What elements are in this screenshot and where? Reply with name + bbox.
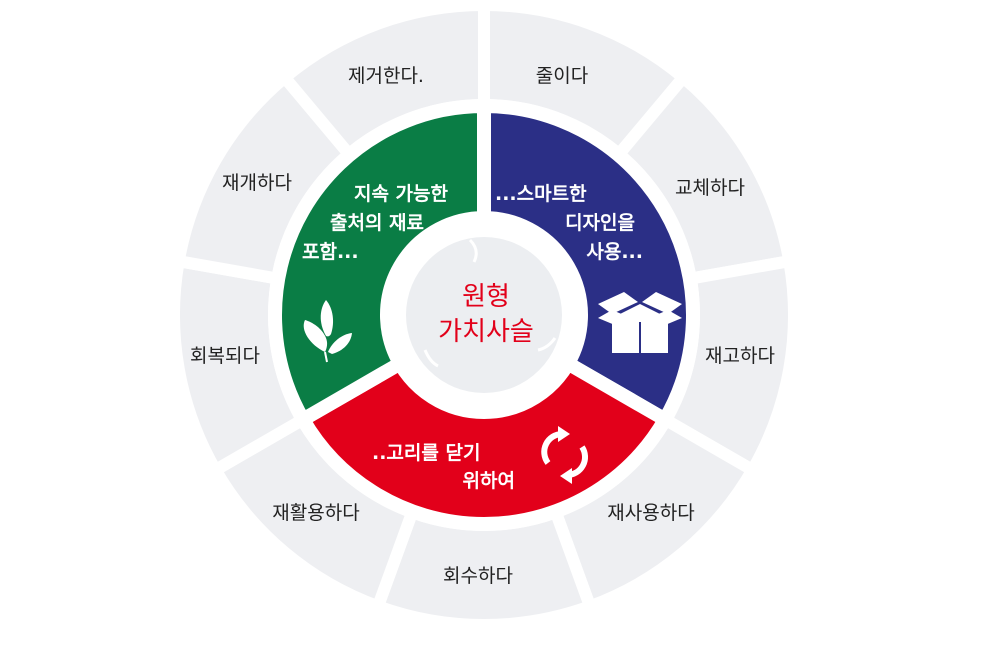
blue-line-2: 디자인을: [565, 212, 635, 234]
center-title-line-1: 원형: [462, 282, 510, 312]
green-segment: [268, 98, 491, 430]
green-segment-text: 지속 가능한 출처의 재료 포함...: [302, 183, 449, 263]
segment-label-recover: 회수하다: [443, 565, 513, 587]
green-line-3: 포함...: [302, 241, 359, 263]
segment-label-recycle: 재활용하다: [272, 502, 359, 524]
red-line-1: ..고리를 닫기: [372, 442, 480, 464]
segment-label-rethink: 재고하다: [705, 345, 775, 367]
center-cycle: [406, 237, 562, 393]
center-ring: [406, 237, 562, 393]
blue-line-3: 사용...: [586, 241, 643, 263]
green-line-1: 지속 가능한: [354, 183, 449, 205]
red-segment: [293, 353, 675, 531]
segment-label-replace: 교체하다: [675, 177, 745, 199]
segment-label-resume: 재개하다: [222, 172, 292, 194]
segment-label-restore: 회복되다: [190, 345, 260, 367]
red-line-2: 위하여: [463, 470, 515, 492]
blue-segment-text: ...스마트한 디자인을 사용...: [495, 183, 643, 263]
refresh-cycle-icon: [541, 426, 589, 484]
red-segment-text: ..고리를 닫기 위하여: [372, 442, 515, 492]
plant-leaves-icon: [303, 300, 352, 363]
outer-labels: 줄이다 교체하다 재고하다 재사용하다 회수하다 재활용하다 회복되다 재개하다…: [190, 65, 775, 587]
segment-label-remove: 제거한다.: [348, 65, 424, 87]
segment-label-reduce: 줄이다: [536, 65, 588, 87]
open-box-icon: [598, 292, 682, 353]
center-title-line-2: 가치사슬: [438, 317, 534, 347]
blue-line-1: ...스마트한: [495, 183, 587, 205]
green-line-2: 출처의 재료: [330, 212, 424, 234]
inner-ring: [268, 98, 700, 531]
segment-label-reuse: 재사용하다: [607, 502, 694, 524]
